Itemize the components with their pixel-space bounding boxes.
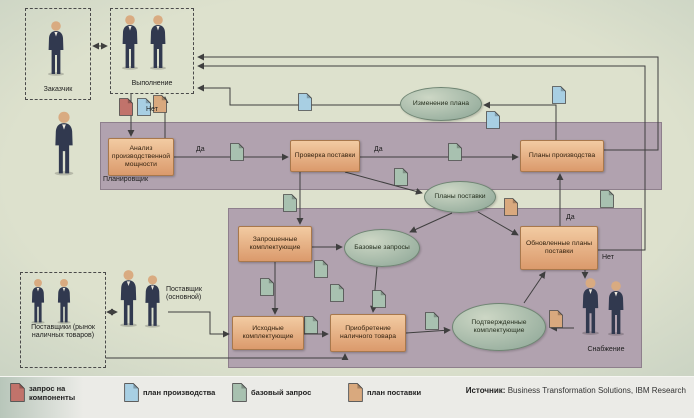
base-request-doc-icon [260, 278, 274, 296]
procurement-label: Снабжение [587, 346, 625, 353]
yes-label: Да [374, 146, 383, 153]
requested-components-box: Запрошенные комплектующие [238, 226, 312, 262]
production-plan-doc-icon [552, 86, 566, 104]
component-request-doc-icon [10, 383, 25, 402]
legend-label-production-plan: план производства [143, 388, 216, 398]
customer-person-icon [44, 20, 68, 76]
component-request-doc-icon [119, 98, 133, 116]
base-request-doc-icon [425, 312, 439, 330]
legend-label-supply-plan: план поставки [367, 388, 422, 398]
supply-plan-doc-icon [504, 198, 518, 216]
base-requests-ellipse: Базовые запросы [344, 229, 420, 267]
procurement-person-icon [604, 280, 628, 336]
delivery-check-box: Проверка поставки [290, 140, 360, 172]
supply-plan-doc-icon [549, 310, 563, 328]
legend-label-component-request: запрос на компоненты [29, 383, 76, 402]
base-request-doc-icon [394, 168, 408, 186]
execution-person-icon [146, 14, 170, 70]
planner-label: Планировщик [103, 176, 149, 183]
base-request-doc-icon [283, 194, 297, 212]
source-attribution: Источник: Business Transformation Soluti… [460, 386, 686, 396]
execution-box [110, 8, 194, 94]
updated-delivery-plans-box: Обновленные планы поставки [520, 226, 598, 270]
main-supplier-label: Поставщик (основной) [166, 286, 202, 302]
base-request-doc-icon [600, 190, 614, 208]
production-plans-box: Планы производства [520, 140, 604, 172]
yes-label: Да [566, 214, 575, 221]
source-text: Business Transformation Solutions, IBM R… [507, 386, 686, 395]
planner-person-icon [50, 110, 78, 176]
production-plan-doc-icon [298, 93, 312, 111]
customer-label: Заказчик [43, 86, 73, 93]
legend-bar [0, 376, 694, 418]
base-request-doc-icon [448, 143, 462, 161]
source-label: Источник: [465, 386, 506, 395]
spot-suppliers-label: Поставщики (рынок наличных товаров) [31, 324, 95, 340]
supply-plan-doc-icon [348, 383, 363, 402]
source-components-box: Исходные комплектующие [232, 316, 304, 350]
delivery-plans-ellipse: Планы поставки [424, 181, 496, 213]
main-supplier-person-icon [116, 268, 141, 328]
spot-supplier-person-icon [54, 278, 74, 324]
no-label: Нет [602, 254, 614, 261]
production-plan-doc-icon [124, 383, 139, 402]
no-label: Нет [146, 106, 158, 113]
execution-label: Выполнение [131, 80, 173, 87]
base-request-doc-icon [372, 290, 386, 308]
base-request-doc-icon [330, 284, 344, 302]
main-supplier-person-icon [141, 274, 164, 328]
customer-box [25, 8, 91, 100]
execution-person-icon [118, 14, 142, 70]
plan-change-ellipse: Изменение плана [400, 87, 482, 121]
yes-label: Да [196, 146, 205, 153]
base-request-doc-icon [314, 260, 328, 278]
production-plan-doc-icon [486, 111, 500, 129]
spot-supplier-person-icon [28, 278, 48, 324]
procurement-person-icon [578, 276, 603, 336]
base-request-doc-icon [232, 383, 247, 402]
capacity-analysis-box: Анализ производственной мощности [108, 138, 174, 176]
spot-suppliers-box [20, 272, 106, 368]
confirmed-components-ellipse: Подтвержденные комплектующие [452, 303, 546, 351]
base-request-doc-icon [230, 143, 244, 161]
legend-label-base-request: базовый запрос [251, 388, 312, 398]
spot-purchase-box: Приобретение наличного товара [330, 314, 406, 352]
base-request-doc-icon [304, 316, 318, 334]
